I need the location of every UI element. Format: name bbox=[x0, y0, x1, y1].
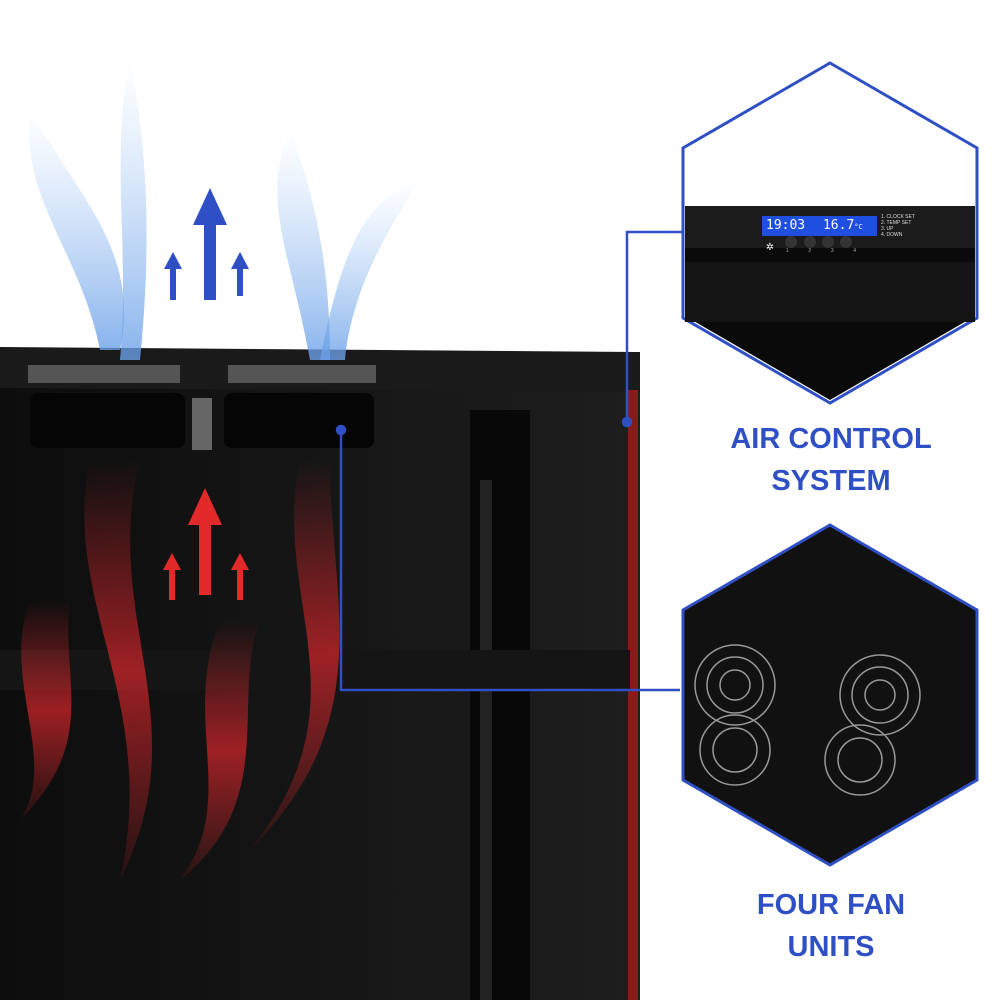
legend-item: 4. DOWN bbox=[881, 232, 903, 238]
label-line: UNITS bbox=[787, 931, 875, 963]
control-buttons bbox=[785, 236, 852, 248]
fan-units-hexagon bbox=[681, 523, 979, 867]
button-number: 3 bbox=[830, 248, 834, 254]
fan-units-top bbox=[30, 393, 374, 450]
hot-air-arrows-icon bbox=[163, 488, 249, 600]
lcd-temp-unit: °C bbox=[854, 223, 863, 231]
air-control-hexagon bbox=[681, 61, 979, 405]
legend-item: 2. TEMP SET bbox=[881, 220, 912, 226]
hot-air-flow bbox=[20, 460, 340, 880]
callout-connectors bbox=[335, 230, 683, 692]
lcd-time: 19:03 bbox=[766, 218, 806, 233]
legend-item: 3. UP bbox=[881, 226, 894, 232]
legend-item: 1. CLOCK SET bbox=[881, 214, 915, 220]
fan-grille-icon bbox=[694, 644, 921, 796]
lcd-display: 19:03 16.7°C ✲ bbox=[762, 216, 877, 254]
button-legend: 1. CLOCK SET 2. TEMP SET 3. UP 4. DOWN bbox=[881, 214, 915, 238]
label-line: FOUR FAN bbox=[756, 889, 906, 921]
cool-air-flow bbox=[28, 60, 420, 360]
button-number: 4 bbox=[853, 248, 856, 254]
fan-icon: ✲ bbox=[766, 239, 774, 254]
button-number: 2 bbox=[808, 248, 812, 254]
cool-air-arrows-icon bbox=[164, 188, 249, 300]
four-fan-label: FOUR FAN UNITS bbox=[681, 884, 981, 968]
air-control-label: AIR CONTROL SYSTEM bbox=[681, 418, 981, 502]
button-number: 1 bbox=[786, 248, 789, 254]
lcd-temperature: 16.7 bbox=[822, 218, 855, 233]
button-numbers: 1 2 3 4 bbox=[786, 248, 856, 254]
label-line: AIR CONTROL bbox=[730, 423, 932, 455]
label-line: SYSTEM bbox=[771, 465, 891, 497]
